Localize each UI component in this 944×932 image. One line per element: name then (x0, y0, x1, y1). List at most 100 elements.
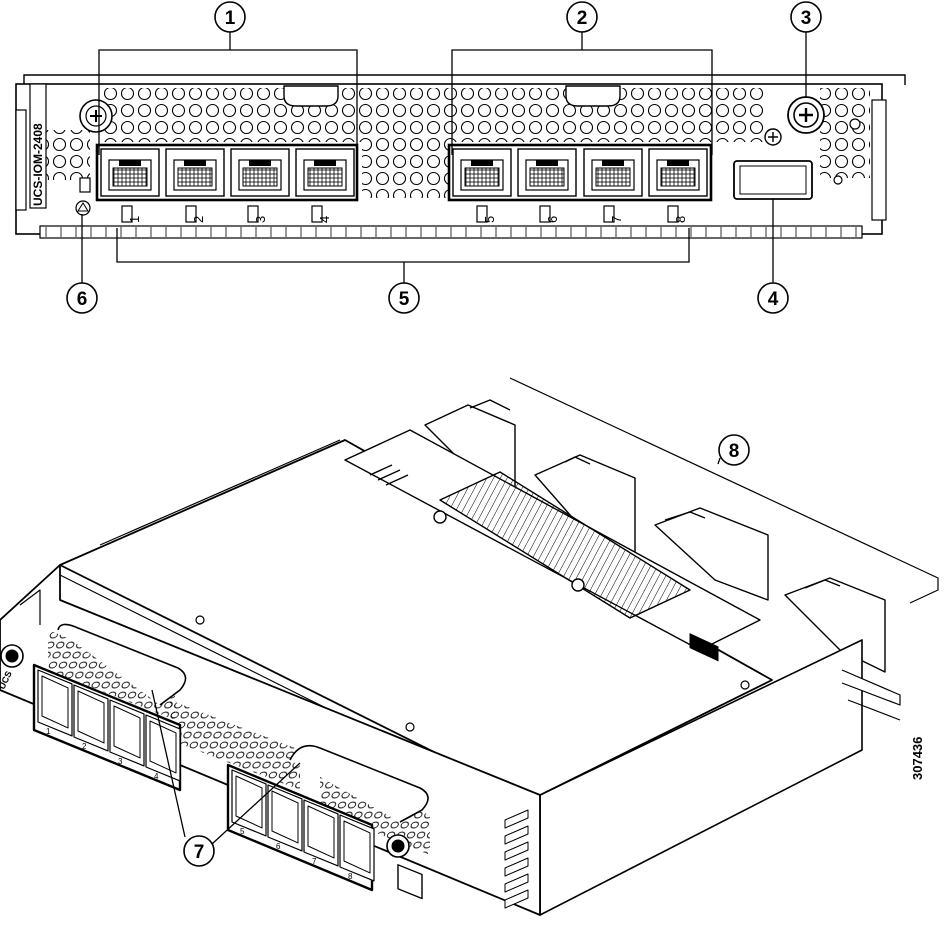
beacon-icon (75, 200, 91, 216)
port-led (667, 205, 679, 223)
port-label: 4 (317, 216, 332, 223)
callout-3-label: 3 (801, 8, 812, 29)
port-led (603, 205, 615, 223)
callout-4-label: 4 (768, 289, 779, 310)
port-label: 7 (609, 216, 624, 223)
cover-screw (405, 722, 415, 732)
front-handle-right (565, 85, 621, 107)
callout-5: 5 (388, 282, 420, 314)
iso-port-label: 2 (82, 742, 87, 751)
sfp-port (165, 148, 225, 197)
callout-4: 4 (757, 282, 789, 314)
port-label: 3 (253, 216, 268, 223)
port-label: 5 (482, 216, 497, 223)
model-label: UCS-IOM-2408 (31, 123, 45, 206)
vent-holes-center (362, 88, 452, 198)
iso-port-label: 8 (348, 872, 353, 881)
cover-screw (740, 680, 750, 690)
callout-1-label: 1 (225, 8, 236, 29)
port-led (185, 205, 197, 223)
port-led (247, 205, 259, 223)
callout-7-label: 7 (194, 842, 205, 863)
board-chip (689, 633, 719, 662)
port-led (476, 205, 488, 223)
iso-thumbscrew-right (386, 834, 410, 858)
iso-thumbscrew-left (0, 644, 24, 668)
callout-2-label: 2 (577, 8, 588, 29)
iso-sfp-port: 6 (267, 784, 303, 852)
port-led (539, 205, 551, 223)
port-label: 1 (127, 216, 142, 223)
side-rail (841, 669, 901, 706)
iso-port-label: 7 (312, 857, 317, 866)
iso-vents-left (48, 630, 175, 720)
sfp-port (452, 148, 512, 197)
sfp-port (295, 148, 355, 197)
leader-7a (151, 689, 186, 838)
iso-sfp-port: 8 (339, 814, 375, 882)
iso-callouts (151, 457, 721, 845)
callout-6: 6 (66, 282, 98, 314)
front-view: UCS-IOM-2408 1 2 3 4 5 6 7 8 (15, 74, 906, 239)
vent-holes-far-left (40, 130, 90, 180)
port-label: 6 (545, 216, 560, 223)
rail-ridges (45, 227, 857, 237)
callout-bubbles: 1 2 3 4 5 6 (66, 1, 822, 314)
rear-connector-3 (654, 507, 769, 601)
model-label-strip (29, 83, 47, 209)
ground-symbol-icon (764, 128, 782, 146)
faceplate-hole (833, 175, 843, 185)
iso-sfp-port: 4 (145, 714, 181, 782)
callout-3: 3 (790, 1, 822, 33)
bracket-8 (509, 377, 939, 604)
iso-vents-center (170, 700, 300, 790)
port-leds: 1 2 3 4 5 6 7 8 (121, 205, 688, 223)
iso-sfp-port: 3 (109, 699, 145, 767)
vent-holes-far-right (714, 88, 764, 142)
front-top-lip (23, 74, 906, 85)
heatsink-screw (571, 578, 585, 592)
iso-port-label: 6 (276, 842, 281, 851)
iso-sfp-port: 2 (73, 684, 109, 752)
status-led (79, 177, 91, 193)
iso-sfp-port: 5 (231, 769, 267, 837)
callout-8-label: 8 (729, 441, 740, 462)
callout-1: 1 (214, 1, 246, 33)
sfp-port (100, 148, 160, 197)
management-port-inner (739, 165, 807, 195)
port-label: 8 (673, 216, 688, 223)
port-label: 2 (191, 216, 206, 223)
figure-id: 307436 (910, 737, 925, 780)
port-led (121, 205, 133, 223)
sfp-port (583, 148, 643, 197)
heatsink (439, 471, 691, 619)
front-left-screw (79, 99, 113, 133)
vent-holes-rightmost (820, 88, 870, 178)
bracket-1 (98, 49, 358, 155)
front-handle-left (283, 85, 339, 107)
module-top-cover (59, 439, 773, 801)
front-ports (100, 148, 708, 197)
callout-2: 2 (566, 1, 598, 33)
iso-sfp-port: 7 (303, 799, 339, 867)
right-side-tab (871, 99, 887, 221)
heatsink-screw (433, 510, 447, 524)
callout-5-label: 5 (399, 289, 410, 310)
left-side-tab (15, 109, 27, 211)
callout-6-label: 6 (77, 289, 88, 310)
faceplate-hole (849, 118, 861, 130)
leader-7b (211, 762, 301, 845)
thumbscrew-icon (787, 96, 825, 134)
cover-screw (195, 615, 205, 625)
iso-port-label: 3 (118, 757, 123, 766)
leader-8 (717, 457, 721, 465)
sfp-port (648, 148, 708, 197)
port-led (311, 205, 323, 223)
callout-7: 7 (183, 835, 215, 867)
iso-handle-right (289, 744, 429, 823)
iso-side-ridges (504, 809, 529, 909)
callout-8: 8 (718, 434, 750, 466)
sfp-port (517, 148, 577, 197)
